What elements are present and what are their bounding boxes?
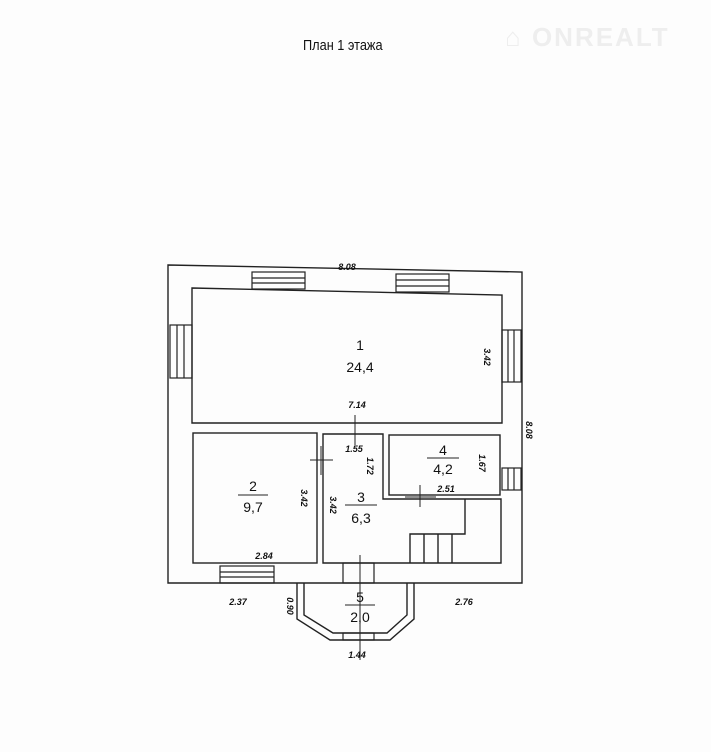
room-4	[388, 434, 501, 496]
room-1-area: 24,4	[346, 359, 373, 375]
room-2-number: 2	[249, 478, 257, 494]
door-marks	[310, 415, 436, 660]
room-5-area: 2,0	[350, 609, 370, 625]
plan-title: План 1 этажа	[303, 37, 383, 54]
dim-room2-height: 3.42	[299, 489, 309, 507]
dim-top-width: 8.08	[338, 262, 356, 272]
dim-left-bottom: 2.37	[228, 597, 248, 607]
dim-room1-width: 7.14	[348, 400, 366, 410]
outer-wall	[167, 264, 523, 584]
room-2	[192, 432, 318, 564]
dim-room4-width: 2.51	[436, 484, 455, 494]
watermark-logo: ⌂ ONREALT	[505, 22, 670, 52]
dim-room4-height: 1.67	[477, 454, 487, 473]
windows	[169, 271, 522, 641]
watermark-text: ONREALT	[531, 22, 670, 52]
room-2-area: 9,7	[243, 499, 263, 515]
room-5-number: 5	[356, 589, 364, 605]
room-3-area: 6,3	[351, 510, 371, 526]
dim-right-bottom: 2.76	[454, 597, 474, 607]
room-1	[191, 287, 503, 424]
dim-door-width: 1.55	[345, 444, 364, 454]
room-4-number: 4	[439, 442, 447, 458]
stairs	[409, 499, 466, 563]
dim-room1-height: 3.42	[482, 348, 492, 366]
dim-room3-height: 3.42	[328, 496, 338, 514]
room-3	[322, 433, 502, 564]
fraction-lines	[238, 457, 459, 606]
room-3-number: 3	[357, 489, 365, 505]
dim-room3-top: 1.72	[365, 457, 375, 475]
dim-porch-width: 1.44	[348, 650, 366, 660]
dim-right-height: 8.08	[524, 421, 534, 439]
room-1-number: 1	[356, 337, 364, 353]
dim-porch-depth: 0.90	[285, 597, 295, 615]
dim-room2-width: 2.84	[254, 551, 273, 561]
room-4-area: 4,2	[433, 461, 453, 477]
